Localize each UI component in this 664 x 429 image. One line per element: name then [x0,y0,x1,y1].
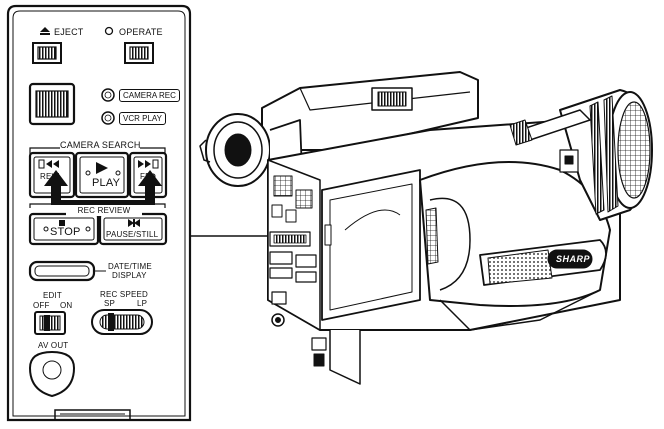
camera-rec-label: CAMERA REC [119,89,180,102]
camcorder-illustration [199,71,653,385]
stop-button[interactable] [28,212,100,246]
rec-speed-label: REC SPEED [100,290,149,299]
lp-label: LP [137,299,148,308]
eject-label: EJECT [54,27,84,37]
date-time-button[interactable] [28,260,96,282]
edit-off-label: OFF [33,301,50,310]
operate-switch[interactable] [124,42,154,64]
pause-still-label: PAUSE/STILL [106,230,159,239]
edit-on-label: ON [60,301,73,310]
pause-still-icon [128,219,140,227]
play-button[interactable] [74,151,130,199]
sp-label: SP [104,299,116,308]
pause-button[interactable] [98,212,168,246]
av-out-jack[interactable] [28,350,76,398]
camera-search-label: CAMERA SEARCH [60,140,141,150]
fast-forward-icon [138,159,159,169]
brand-logo: SHARP [556,254,591,264]
rew-label: REW [40,172,60,181]
av-out-label: AV OUT [38,341,69,350]
control-panel [6,4,192,422]
ff-label: FF [140,172,151,181]
edit-label: EDIT [43,291,63,300]
date-time-label: DATE/TIME [108,262,152,271]
display-label: DISPLAY [112,271,147,280]
rewind-icon [38,159,59,169]
edit-switch[interactable] [34,311,66,335]
vcr-play-label: VCR PLAY [119,112,166,125]
operate-indicator-icon [104,26,114,36]
vcr-play-lamp-icon [101,111,115,125]
rec-speed-switch[interactable] [91,309,153,335]
play-label: PLAY [92,177,121,189]
operate-label: OPERATE [119,27,163,37]
eject-icon [40,27,50,35]
pointer-arrows [44,170,162,205]
stop-square-icon [59,220,65,226]
rec-review-label: REC REVIEW [66,206,142,216]
mode-button[interactable] [28,82,76,126]
play-triangle-icon [96,162,108,174]
eject-switch[interactable] [32,42,62,64]
stop-label: STOP [50,226,81,238]
camera-rec-lamp-icon [101,88,115,102]
